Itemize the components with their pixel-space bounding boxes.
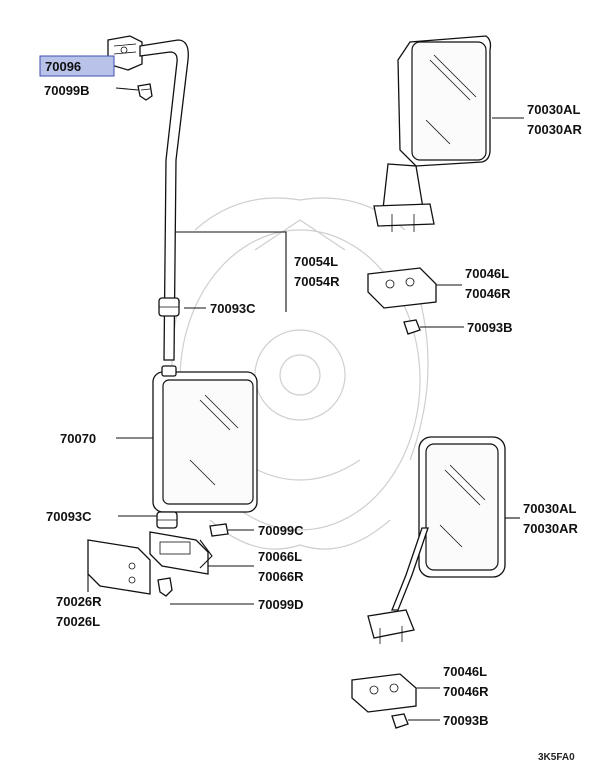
part-label-70026l[interactable]: 70026L	[56, 614, 100, 629]
part-label-70066l[interactable]: 70066L	[258, 549, 302, 564]
part-label-70046l-upper[interactable]: 70046L	[465, 266, 509, 281]
screw-70099c	[209, 523, 229, 537]
part-label-70054r[interactable]: 70054R	[294, 274, 340, 289]
watermark-emblem	[171, 197, 429, 550]
bracket-70026	[87, 539, 151, 595]
part-label-70099c[interactable]: 70099C	[258, 523, 304, 538]
screw-70099d	[157, 577, 173, 597]
diagram-code: 3K5FA0	[538, 752, 575, 763]
part-label-70054l[interactable]: 70054L	[294, 254, 338, 269]
bracket-70046-upper	[367, 267, 437, 309]
bracket-70046-lower	[351, 673, 417, 713]
part-label-70093c-lower[interactable]: 70093C	[46, 509, 92, 524]
part-label-70030al-lower[interactable]: 70030AL	[523, 501, 577, 516]
mirror-70030a-lower	[367, 436, 506, 644]
bracket-70066	[149, 531, 209, 575]
nut-70093b-lower	[391, 713, 409, 729]
part-label-70093b-upper[interactable]: 70093B	[467, 320, 513, 335]
nut-70093b-upper	[403, 319, 421, 335]
part-label-70096: 70096	[45, 59, 81, 74]
part-label-70026r[interactable]: 70026R	[56, 594, 102, 609]
highlight-box	[39, 55, 115, 77]
part-label-70030al-upper[interactable]: 70030AL	[527, 102, 581, 117]
part-label-70046r-upper[interactable]: 70046R	[465, 286, 511, 301]
part-label-70099b[interactable]: 70099B	[44, 83, 90, 98]
clamp-70093c-upper	[158, 297, 180, 317]
screw-70099b	[137, 83, 153, 101]
clamp-70093c-lower	[156, 511, 178, 529]
mirror-stay-tube	[139, 39, 189, 361]
part-label-70030ar-upper[interactable]: 70030AR	[527, 122, 583, 137]
part-label-70099d[interactable]: 70099D	[258, 597, 304, 612]
mirror-70030a-upper	[373, 35, 492, 232]
part-label-70066r[interactable]: 70066R	[258, 569, 304, 584]
mirror-70070	[152, 365, 258, 513]
part-label-70070[interactable]: 70070	[60, 431, 96, 446]
highlighted-part-70096[interactable]: 70096	[39, 55, 115, 77]
part-label-70093b-lower[interactable]: 70093B	[443, 713, 489, 728]
part-label-70046l-lower[interactable]: 70046L	[443, 664, 487, 679]
part-label-70030ar-lower[interactable]: 70030AR	[523, 521, 579, 536]
leader-lines	[87, 87, 524, 721]
part-label-70093c-upper[interactable]: 70093C	[210, 301, 256, 316]
part-label-70046r-lower[interactable]: 70046R	[443, 684, 489, 699]
